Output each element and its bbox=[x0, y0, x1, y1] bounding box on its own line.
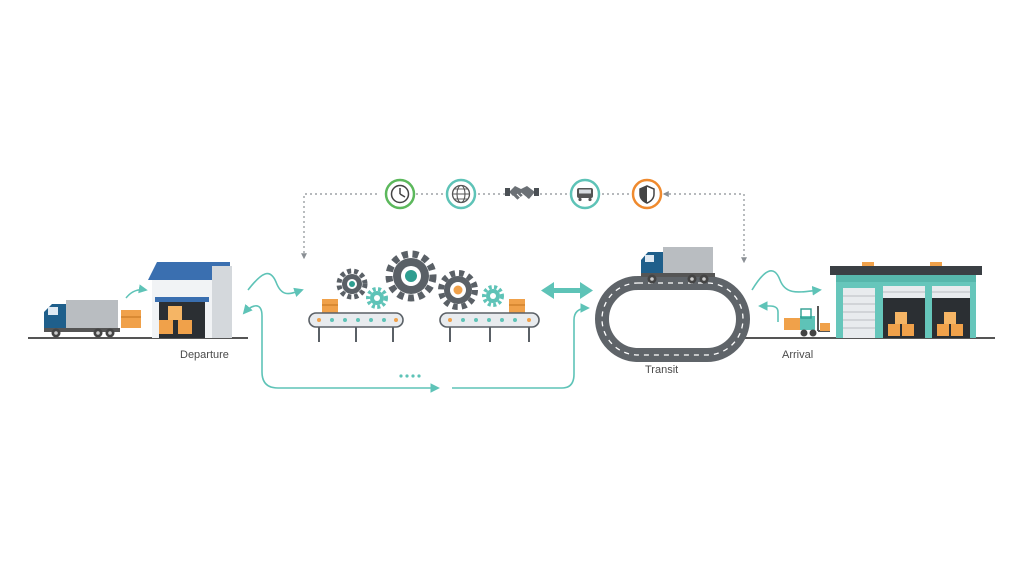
flow-arrow-return-to-transit bbox=[758, 301, 779, 322]
flow-arrow-return-to-departure bbox=[242, 304, 263, 317]
globe-icon bbox=[445, 178, 477, 210]
flow-arrow-bottom-right bbox=[452, 303, 590, 389]
arrival-warehouse-icon bbox=[830, 262, 982, 338]
gear-icon-tiny-teal-left bbox=[366, 287, 388, 309]
clock-icon bbox=[384, 178, 416, 210]
arrival-label: Arrival bbox=[782, 349, 814, 361]
flow-arrow-departure-to-processing bbox=[247, 272, 304, 297]
conveyor-belt-left bbox=[308, 299, 404, 342]
shield-icon bbox=[631, 178, 663, 210]
gear-icon-small-left bbox=[336, 268, 368, 300]
gear-icon-tiny-teal-right bbox=[482, 285, 504, 307]
dotted-loop-left bbox=[301, 193, 380, 260]
transit-label: Transit bbox=[645, 364, 679, 376]
handshake-icon bbox=[505, 186, 539, 203]
flow-arrow-bottom-left bbox=[261, 316, 440, 393]
gear-icon-medium-right bbox=[438, 270, 478, 310]
flow-arrow-transit-to-arrival bbox=[751, 270, 822, 296]
double-arrow-icon bbox=[541, 282, 593, 299]
departure-truck-icon bbox=[44, 300, 120, 338]
gear-icon-large bbox=[385, 250, 437, 302]
truck-front-icon bbox=[569, 178, 601, 210]
conveyor-belt-right bbox=[439, 299, 540, 342]
departure-boxes bbox=[121, 310, 141, 328]
departure-label: Departure bbox=[180, 349, 229, 361]
transit-truck-icon bbox=[641, 247, 715, 284]
forklift-icon bbox=[784, 306, 830, 337]
ellipsis-dots bbox=[399, 374, 421, 378]
dotted-loop-right bbox=[662, 191, 747, 264]
departure-warehouse-icon bbox=[148, 262, 232, 338]
departure-small-arrow bbox=[125, 284, 148, 299]
transit-road-loop bbox=[595, 276, 750, 362]
